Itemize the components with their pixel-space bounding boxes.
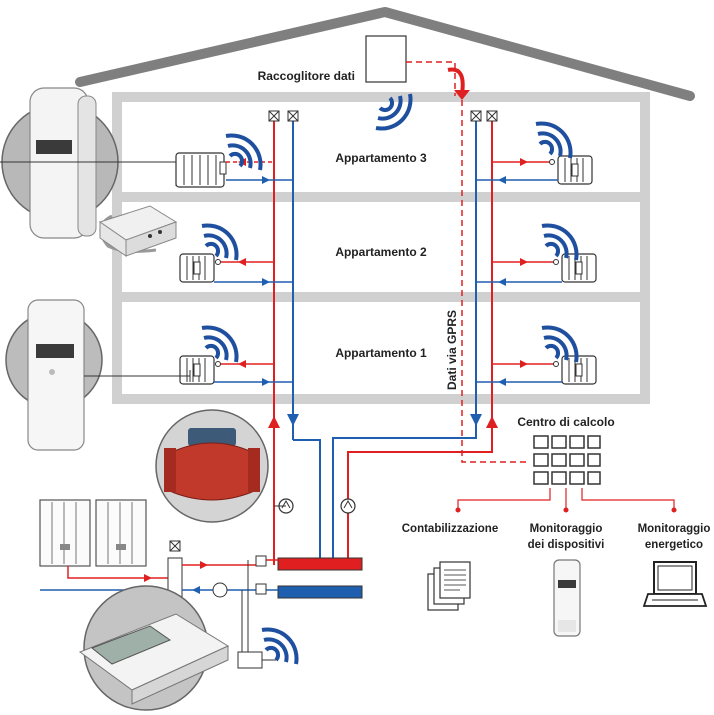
energy-monitoring-label-1: Monitoraggio xyxy=(638,523,711,535)
return-header xyxy=(277,585,363,599)
water-meter-icon xyxy=(155,409,269,523)
heat-meter-wifi-icon xyxy=(260,627,299,666)
gprs-link-vertical xyxy=(461,100,530,463)
boiler-radiators-icon xyxy=(39,499,168,594)
heat-cost-allocator-bottom-icon xyxy=(5,299,191,451)
accounting-label: Contabilizzazione xyxy=(402,523,498,535)
data-collector-box xyxy=(365,35,407,83)
gprs-link-top xyxy=(406,61,456,96)
left-riser xyxy=(268,110,299,420)
gprs-arrow-head-icon xyxy=(454,90,470,100)
gprs-arrow-icon xyxy=(447,67,465,95)
computer-monitor-icon xyxy=(642,561,708,607)
supply-header xyxy=(277,557,363,571)
apartment-3-right-radiator xyxy=(476,155,593,185)
apartment-3-label: Appartamento 3 xyxy=(335,151,427,165)
apartment-2-label: Appartamento 2 xyxy=(335,245,427,259)
heat-cost-allocator-top-icon xyxy=(0,87,177,239)
apartment-1-label: Appartamento 1 xyxy=(335,346,427,360)
apartment-2-right-radiator xyxy=(476,253,597,286)
roof xyxy=(75,7,695,101)
apartment-1-left-radiator xyxy=(179,355,293,386)
device-monitoring-label-2: dei dispositivi xyxy=(528,539,605,551)
heat-cost-allocator-icon xyxy=(553,559,581,637)
right-riser xyxy=(470,110,498,420)
apartment-1-right-radiator xyxy=(476,355,597,386)
energy-monitoring-label-2: energetico xyxy=(645,539,703,551)
apartment-2-left-radiator xyxy=(179,253,293,286)
apartment-3-left-radiator xyxy=(175,152,293,188)
computing-center-grid-icon xyxy=(532,434,601,488)
data-collector-label: Raccoglitore dati xyxy=(258,69,355,83)
documents-icon xyxy=(427,561,471,611)
computing-center-links xyxy=(455,488,677,513)
computing-center-label: Centro di calcolo xyxy=(517,415,614,429)
heat-meter-icon xyxy=(78,585,230,711)
boiler-connection xyxy=(167,540,278,669)
device-monitoring-label-1: Monitoraggio xyxy=(530,523,603,535)
sensor-module-icon xyxy=(98,205,178,257)
gprs-label: Dati via GPRS xyxy=(445,310,459,390)
main-pipes xyxy=(268,414,498,599)
